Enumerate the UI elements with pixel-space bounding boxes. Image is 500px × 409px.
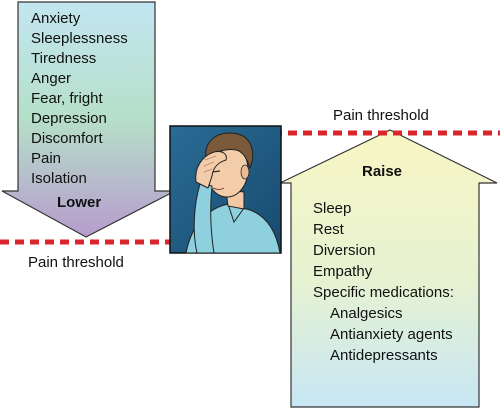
raise-factor-empathy: Empathy	[313, 263, 373, 280]
raise-arrow-title: Raise	[362, 163, 403, 180]
lower-arrow	[1, 1, 176, 238]
distressed-man-illustration	[169, 125, 282, 254]
raise-factor-rest: Rest	[313, 221, 344, 238]
lower-factor-sleeplessness: Sleeplessness	[31, 30, 128, 47]
lower-factors-list: Anxiety Sleeplessness Tiredness Anger Fe…	[31, 9, 128, 189]
lower-arrow-title: Lower	[57, 194, 102, 211]
lower-factor-isolation: Isolation	[31, 170, 87, 187]
lower-factor-depression: Depression	[31, 110, 107, 127]
lower-factor-anxiety: Anxiety	[31, 10, 81, 27]
lower-factor-anger: Anger	[31, 70, 72, 87]
medication-antianxiety-agents: Antianxiety agents	[330, 326, 453, 343]
medication-antidepressants: Antidepressants	[330, 347, 438, 364]
raise-arrow	[279, 129, 498, 408]
raise-factor-sleep: Sleep	[313, 200, 352, 217]
lower-factor-pain: Pain	[31, 150, 62, 167]
raise-factor-diversion: Diversion	[313, 242, 376, 259]
lower-factor-fear: Fear, fright	[31, 90, 103, 107]
raise-factor-specific-medications: Specific medications:	[313, 284, 454, 301]
lower-factor-discomfort: Discomfort	[31, 130, 103, 147]
pain-threshold-label-top: Pain threshold	[333, 107, 429, 124]
medication-analgesics: Analgesics	[330, 305, 403, 322]
pain-threshold-label-bottom: Pain threshold	[28, 254, 124, 271]
lower-factor-tiredness: Tiredness	[31, 50, 97, 67]
raise-factors-list: Sleep Rest Diversion Empathy Specific me…	[313, 198, 454, 366]
